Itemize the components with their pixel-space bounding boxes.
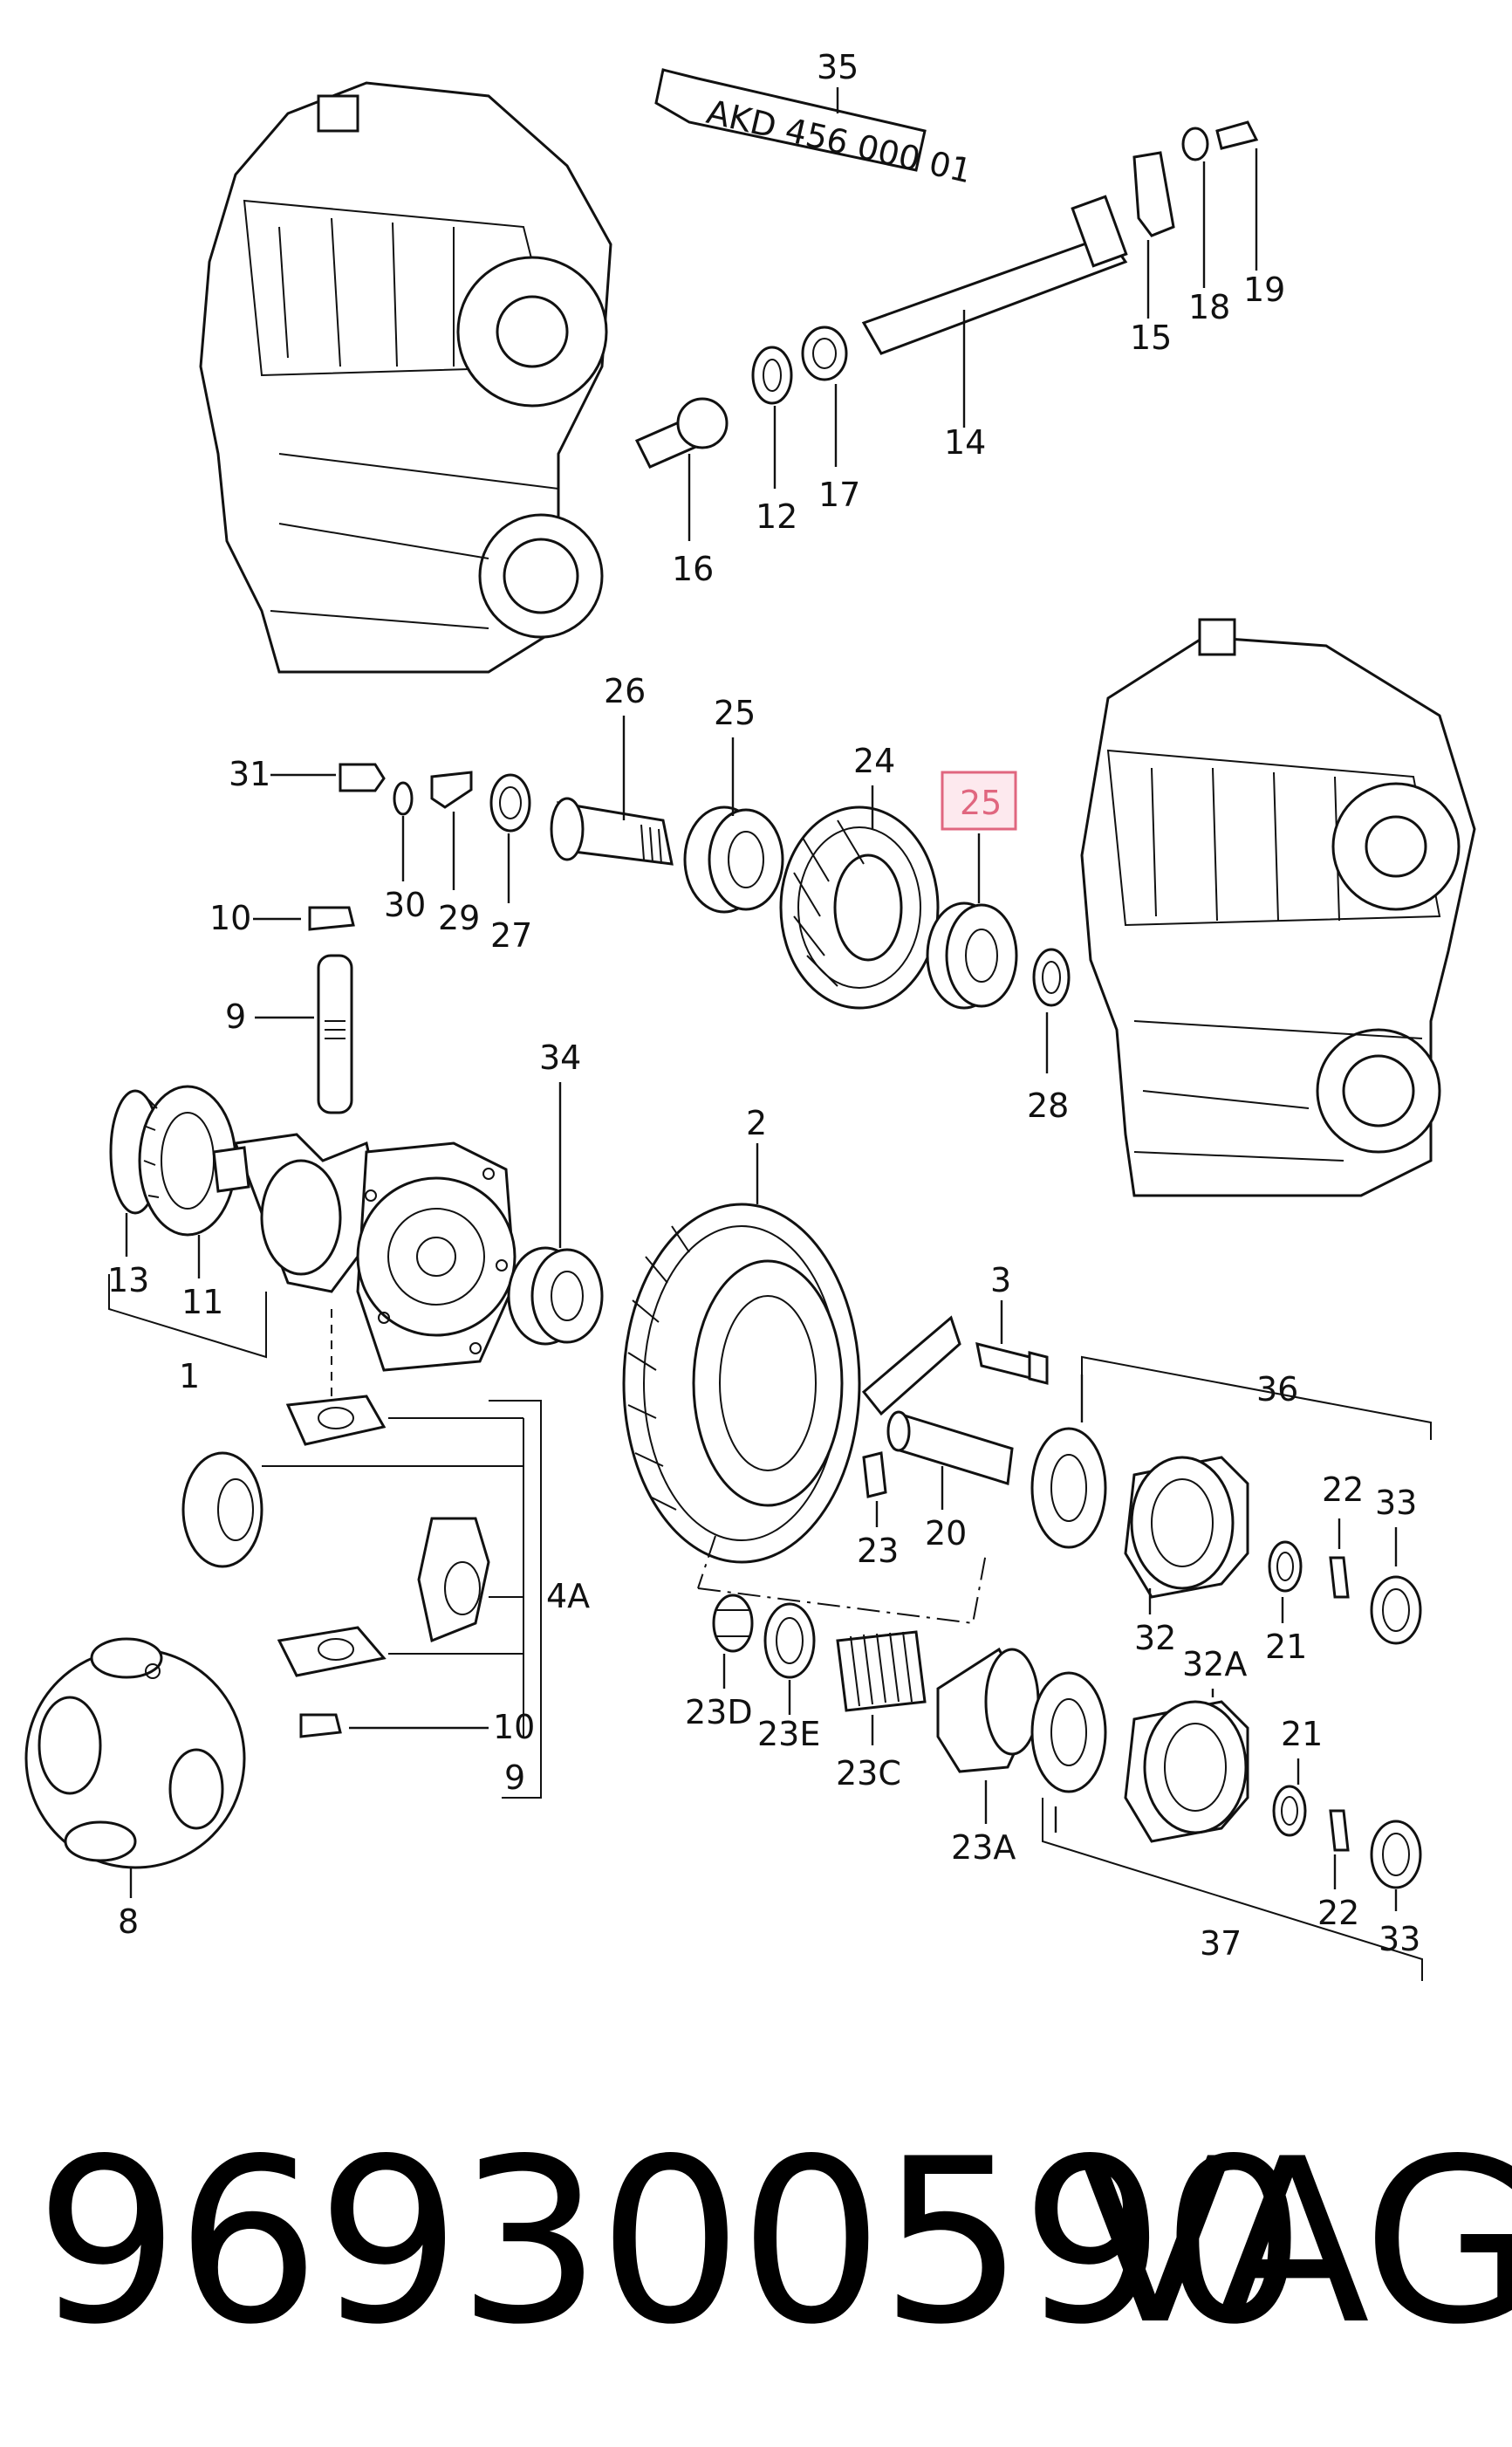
- label-17: 17: [818, 476, 860, 514]
- small-gear-parts: 16 12 17: [634, 326, 860, 588]
- label-10-top: 10: [209, 899, 251, 937]
- tube-label: AKD 456 000 01: [703, 93, 975, 191]
- spider-gears-4A: 4A 10 9: [181, 1395, 590, 1799]
- label-36: 36: [1256, 1370, 1298, 1409]
- label-18: 18: [1188, 288, 1230, 326]
- bearing-34: 34: [507, 1038, 604, 1346]
- label-9-top: 9: [225, 997, 246, 1036]
- label-23D: 23D: [685, 1693, 753, 1731]
- group-23-series: 23D 23E 23C 23A: [685, 1535, 1040, 1867]
- label-1: 1: [179, 1357, 200, 1395]
- label-29: 29: [438, 899, 480, 937]
- label-11: 11: [181, 1283, 223, 1321]
- part-number: 969300590: [35, 2111, 1306, 2375]
- label-26: 26: [604, 672, 646, 710]
- group-37: 32A 21 22 33 37: [1030, 1645, 1423, 1981]
- label-9-bottom: 9: [504, 1758, 525, 1797]
- group-36: 36 32 21 22 33: [1030, 1355, 1432, 1666]
- label-14: 14: [944, 423, 986, 462]
- label-32: 32: [1134, 1619, 1176, 1657]
- label-25: 25: [714, 694, 756, 732]
- transmission-housing-top-left: [199, 81, 612, 674]
- boot-23A: [936, 1647, 1040, 1773]
- clip-parts-top-right: 15 18 19: [1130, 120, 1285, 357]
- label-15: 15: [1130, 319, 1172, 357]
- label-32A: 32A: [1182, 1645, 1247, 1683]
- label-33-top: 33: [1375, 1484, 1417, 1522]
- label-3: 3: [990, 1261, 1011, 1299]
- label-30: 30: [384, 886, 426, 924]
- differential-left: 10 9 13 11 1: [107, 899, 517, 1396]
- pinion-shaft-20: 20 23: [857, 1410, 1014, 1570]
- label-10-bottom: 10: [493, 1708, 535, 1746]
- label-20: 20: [925, 1514, 967, 1553]
- bolt-and-plate: 3: [861, 1261, 1049, 1416]
- label-24: 24: [853, 742, 895, 780]
- brand-name: VAG: [1078, 2111, 1512, 2375]
- label-22-bottom: 22: [1317, 1894, 1359, 1932]
- label-4A: 4A: [546, 1577, 590, 1615]
- differential-case: [212, 1133, 517, 1372]
- label-25-highlighted: 25: [960, 784, 1002, 822]
- label-23E: 23E: [757, 1715, 820, 1753]
- label-13: 13: [107, 1261, 149, 1299]
- label-21-top: 21: [1265, 1628, 1307, 1666]
- differential-ball-8: 8: [24, 1637, 246, 1941]
- label-22-top: 22: [1322, 1470, 1364, 1509]
- label-21-bottom: 21: [1281, 1715, 1323, 1753]
- helical-gear-24: [779, 805, 940, 1010]
- label-2: 2: [746, 1104, 767, 1142]
- label-28: 28: [1027, 1086, 1069, 1125]
- label-16: 16: [672, 550, 714, 588]
- label-19: 19: [1243, 271, 1285, 309]
- label-12: 12: [756, 497, 797, 536]
- label-27: 27: [490, 916, 532, 955]
- ring-gear-2: [622, 1203, 861, 1564]
- label-23: 23: [857, 1532, 899, 1570]
- label-35: 35: [817, 48, 859, 86]
- gear-13-11: [109, 1085, 237, 1237]
- label-34: 34: [539, 1038, 581, 1077]
- shaft-assembly-row: 31 30 29 27 26 25 24 25: [229, 672, 1071, 1125]
- label-31: 31: [229, 755, 270, 793]
- exploded-parts-diagram: AKD 456 000 01 35 15 18 19 14 16 12 17: [24, 48, 1476, 1981]
- highlighted-callout-25: 25: [941, 771, 1017, 831]
- transmission-housing-right: [1080, 618, 1476, 1197]
- spring-23C: [836, 1630, 927, 1712]
- label-23A: 23A: [951, 1828, 1016, 1867]
- drive-shaft-14: 14: [861, 195, 1128, 462]
- label-8: 8: [118, 1902, 139, 1941]
- label-37: 37: [1200, 1924, 1242, 1963]
- sealant-tube: AKD 456 000 01 35: [654, 48, 975, 191]
- label-23C: 23C: [836, 1754, 901, 1792]
